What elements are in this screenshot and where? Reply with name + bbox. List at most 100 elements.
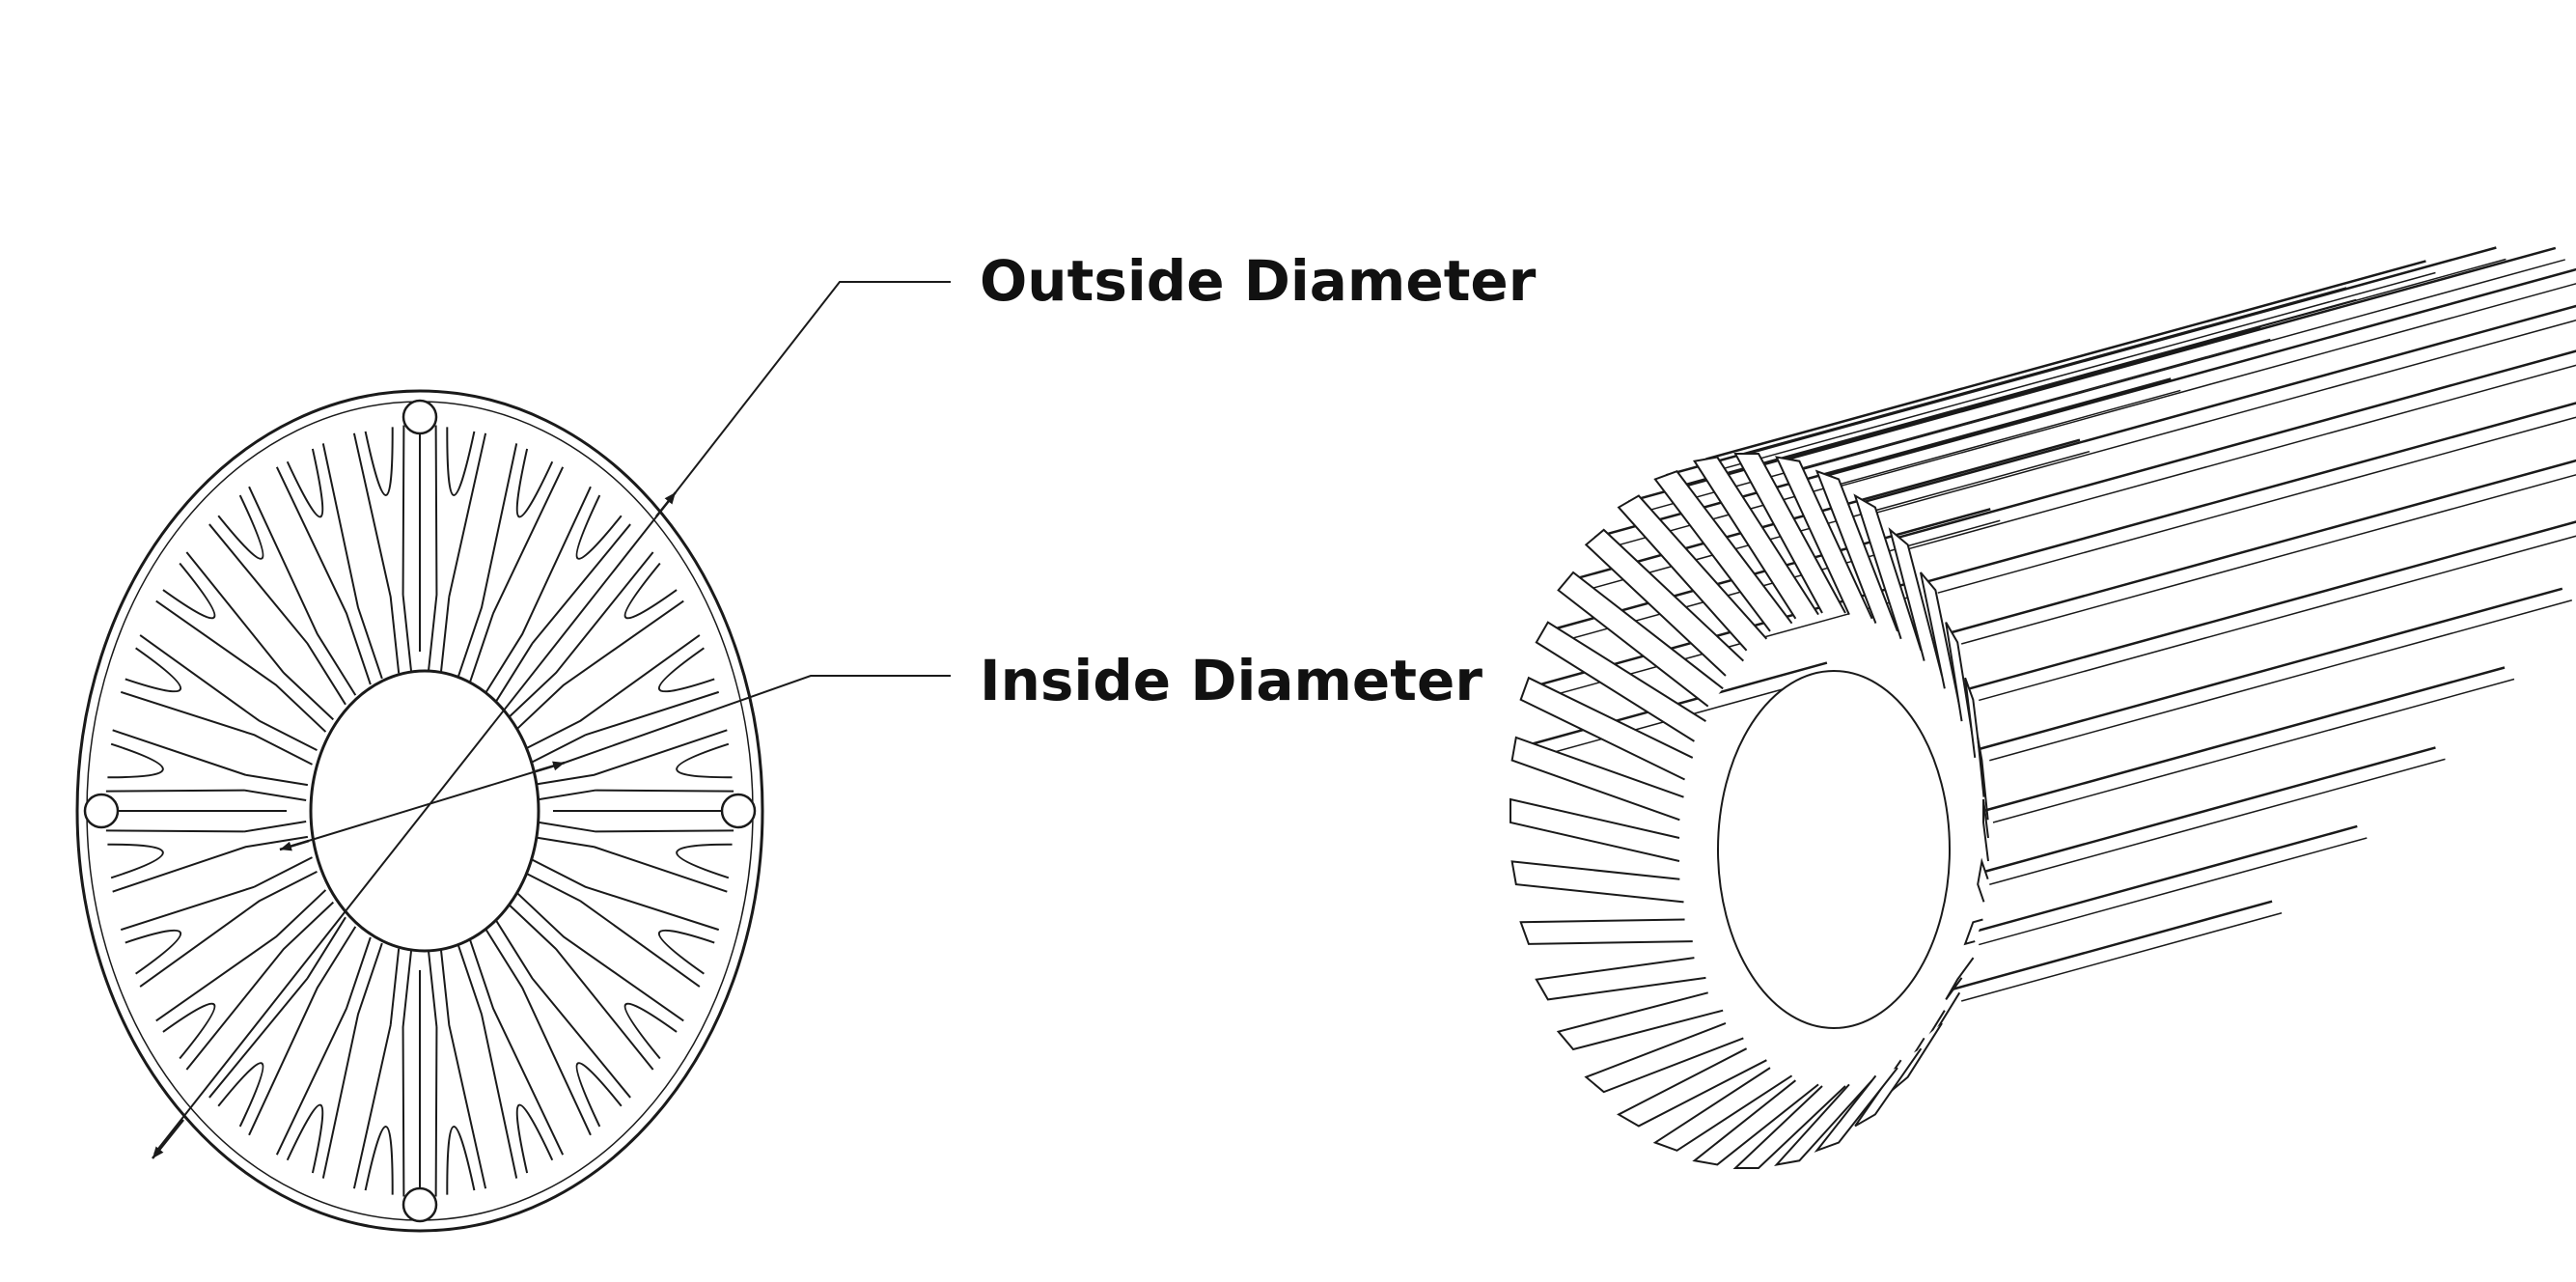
iso-front-fin [1557,571,1724,708]
iso-front-fin [1774,1079,1873,1166]
iso-fin-edge [1968,520,2576,690]
radial-fin [275,936,383,1179]
iso-fin-edge [1787,246,2557,460]
iso-fin-edge [1927,402,2576,583]
iso-bore [1717,670,1951,1029]
iso-fin-edge-inner [1960,912,2283,1002]
iso-front-fin [1510,797,1680,862]
radial-fin [352,948,413,1197]
radial-fin [105,729,309,801]
iso-fin-edge-inner [1979,837,2368,946]
iso-front-fin [1535,957,1706,1001]
iso-fin-edge [1898,349,2576,539]
heatsink-cross-section [75,389,764,1233]
iso-fin-edge-inner [1756,258,2507,466]
radial-fin [531,729,734,801]
socket-bottom [402,1186,438,1223]
radial-fins [105,425,734,1197]
iso-fin-edge [1705,260,2426,460]
heatsink-isometric [1510,246,2576,1169]
iso-front-fin [1510,860,1684,904]
radial-fin [120,856,318,988]
iso-front-fin [1584,1022,1744,1094]
iso-fin-edge-inner [1908,364,2576,550]
iso-fin-edge [1979,746,2436,875]
socket-left [83,793,120,829]
iso-fin-edge-inner [1797,259,2565,472]
inside-diameter-label: Inside Diameter [980,648,1482,713]
iso-front-fin [1692,456,1819,620]
inside-diameter-arrow-left [279,839,310,851]
iso-fin-edge [1865,304,2576,503]
iso-fin-edge-inner [1960,474,2576,645]
radial-fin [275,443,383,685]
iso-fin-edge-inner [1979,535,2576,702]
radial-fin [531,821,734,893]
iso-front-fin [1945,957,1975,1000]
radial-fin [120,634,318,766]
iso-fin-edge [1951,900,2273,991]
iso-fin-edge-inner [1992,678,2515,823]
inside-diameter-dimension [279,675,951,851]
iso-fin-edge-inner [1575,450,2091,594]
iso-front-fin [1519,676,1694,781]
radial-fin [522,856,720,988]
iso-front-face [1510,453,1989,1169]
iso-front-fin [1617,494,1768,652]
outside-diameter-arrow-bottom [152,1119,184,1159]
outer-rim [75,389,764,1233]
iso-front-fin [1982,798,1989,862]
radial-fin [522,634,720,766]
iso-fin-edge-inner [1638,338,2271,515]
radial-fin [352,425,413,674]
socket-right [720,793,757,829]
radial-fin [505,889,684,1071]
iso-front-fin [1945,622,1975,742]
iso-fin-edge-inner [1715,271,2436,472]
radial-fin [155,889,335,1071]
inside-diameter-line [279,762,566,850]
radial-fin [457,936,565,1179]
radial-fin [483,486,631,706]
iso-fin-edge-inner [1837,283,2576,488]
radial-fin [208,916,357,1136]
radial-fin [208,486,357,706]
radial-fin [483,916,631,1136]
outside-diameter-leader [675,281,951,493]
iso-front-fin [1584,528,1745,677]
iso-front-fin [1733,453,1846,614]
radial-fin [427,948,487,1197]
iso-front-fin [1888,527,1944,677]
iso-fin-edge [1827,267,2576,477]
iso-front-fin [1732,1085,1846,1169]
iso-front-fin [1963,918,1983,946]
radial-fin [427,425,487,674]
iso-front-fin [1653,470,1793,632]
iso-front-fin [1519,918,1693,945]
iso-fin-edge [1982,666,2506,813]
iso-front-fin [1617,1047,1767,1128]
iso-front-fin [1919,571,1961,707]
iso-fin-edge-inner [1937,416,2576,594]
mounting-sockets [83,399,757,1223]
iso-fin-edge [1628,326,2261,503]
iso-fin-edge [1979,587,2563,750]
socket-top [402,399,438,435]
iso-front-fin [1977,737,1989,821]
iso-front-fin [1814,1067,1898,1153]
iso-front-fin [1692,1079,1819,1166]
iso-front-fin [1814,469,1898,632]
iso-front-fin [1510,736,1684,822]
iso-front-fin [1556,991,1724,1051]
iso-fin-edge [1746,246,2497,456]
radial-fin [155,551,335,733]
outside-diameter-label: Outside Diameter [980,248,1537,314]
iso-front-fin [1977,857,1989,903]
iso-fin-edge-inner [1989,599,2572,762]
outside-diameter-line [153,491,677,1155]
radial-fin [105,821,309,893]
outside-diameter-dimension [152,281,951,1159]
inside-diameter-arrow-right [535,761,566,773]
iso-front-fin [1775,456,1873,620]
